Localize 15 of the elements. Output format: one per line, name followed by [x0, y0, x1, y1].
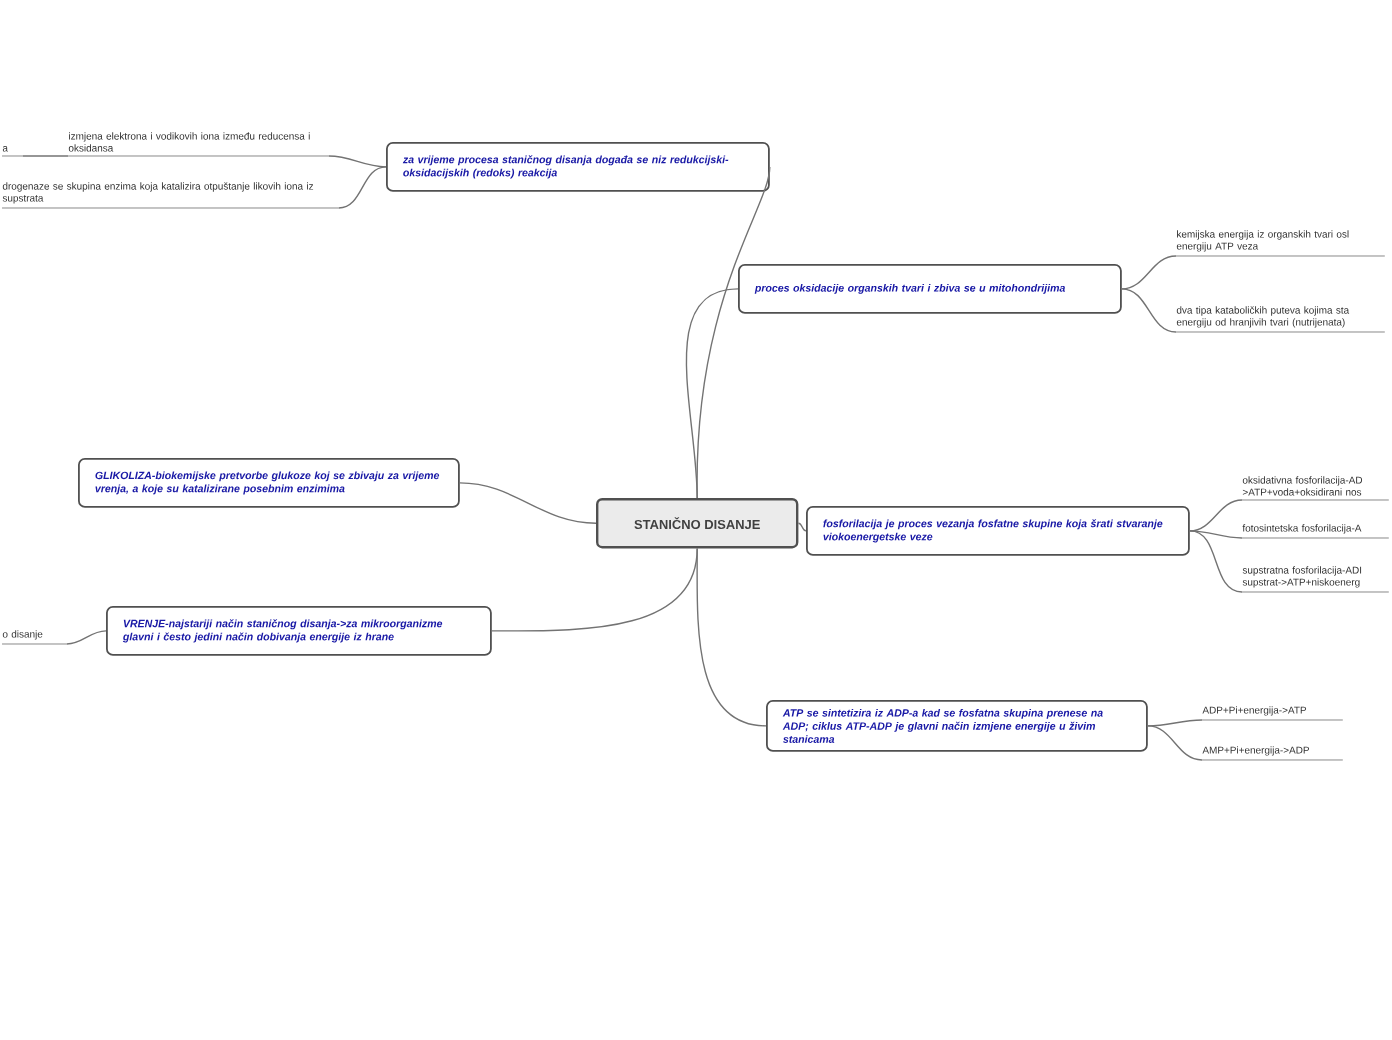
connector-line	[696, 547, 767, 727]
connector-line	[66, 630, 107, 645]
connector-line	[1121, 288, 1177, 333]
connector-line	[685, 288, 739, 499]
connector-line	[797, 522, 807, 532]
connector-line	[1189, 499, 1243, 532]
connector-line	[1121, 255, 1177, 290]
connector-line	[22, 155, 69, 157]
connector-line	[1147, 725, 1203, 761]
connector-line	[459, 482, 597, 524]
connector-line	[1147, 719, 1203, 727]
connector-line	[328, 155, 387, 168]
connector-line	[1189, 530, 1243, 593]
connector-line	[338, 166, 387, 209]
connector-line	[1189, 530, 1243, 539]
